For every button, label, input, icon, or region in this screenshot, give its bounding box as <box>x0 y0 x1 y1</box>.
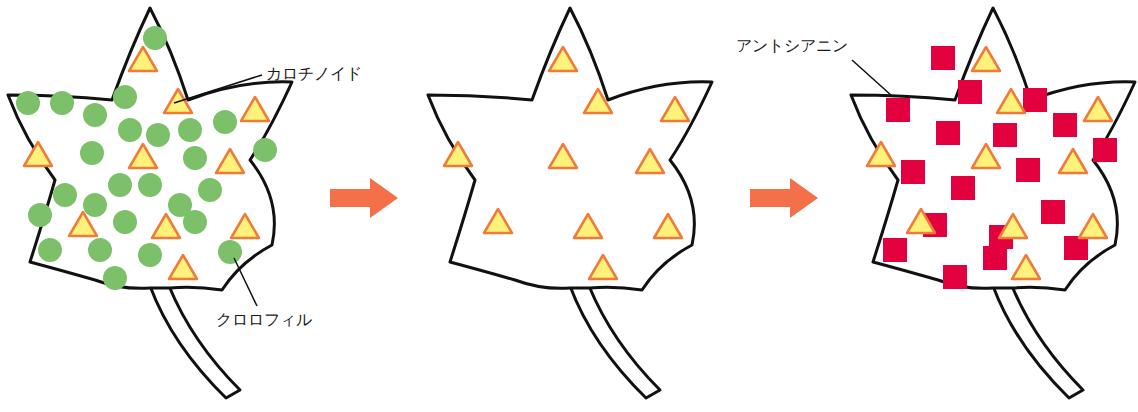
pigment-label: アントシアニン <box>736 36 848 56</box>
yellow-leaf <box>428 8 712 398</box>
carotenoid-triangles <box>867 47 1112 279</box>
anthocyanin-squares <box>883 46 1117 289</box>
pigment-label: クロロフィル <box>216 310 312 330</box>
leader-lines <box>174 60 892 306</box>
red-leaf <box>851 8 1135 398</box>
arrow <box>750 178 818 218</box>
chlorophyll-dots <box>16 26 277 290</box>
carotenoid-triangles <box>24 47 269 279</box>
green-leaf <box>8 8 292 398</box>
pigment-label: カロチノイド <box>266 64 362 84</box>
arrow <box>330 178 398 218</box>
